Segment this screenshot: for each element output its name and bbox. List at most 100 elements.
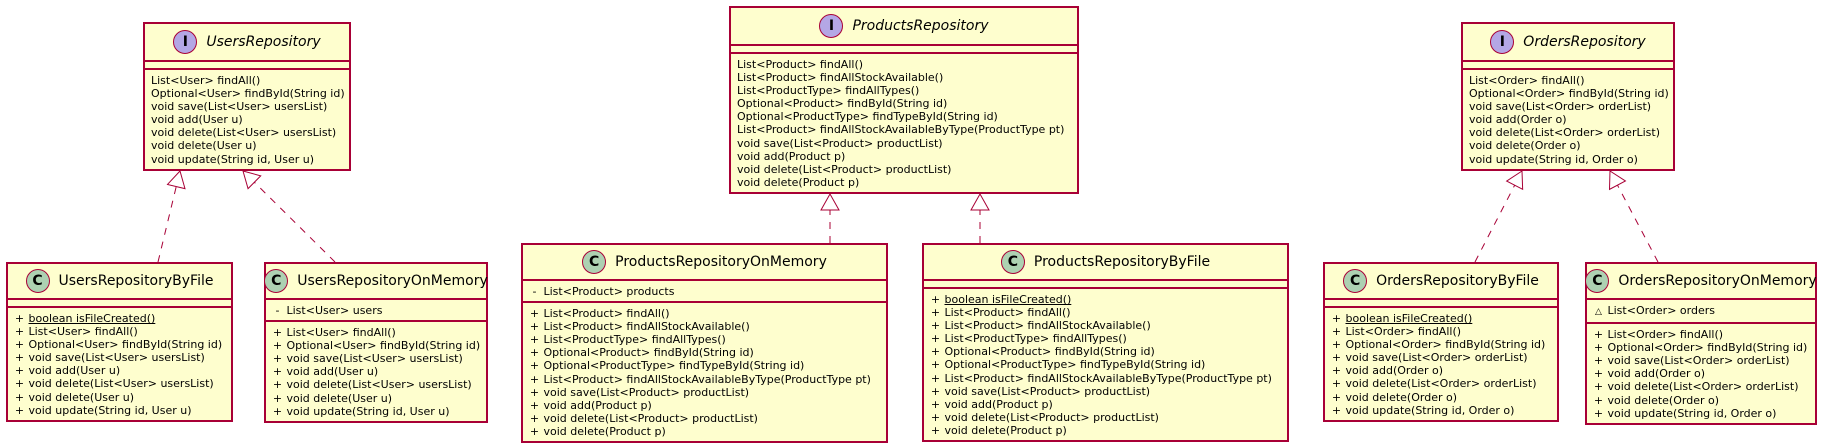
public-visibility-icon: + <box>1593 328 1604 342</box>
method-text: List<User> findAll() <box>28 325 138 339</box>
public-visibility-icon: + <box>930 397 941 411</box>
method-row: + void save(List<User> usersList) <box>14 351 225 364</box>
public-visibility-icon: + <box>14 338 25 352</box>
public-visibility-icon: + <box>930 332 941 346</box>
node-name: OrdersRepositoryByFile <box>1376 273 1539 289</box>
methods-section: + List<Product> findAll()+ List<Product>… <box>523 303 886 441</box>
method-text: void delete(Product p) <box>737 175 860 189</box>
public-visibility-icon: + <box>272 352 283 366</box>
public-visibility-icon: + <box>14 325 25 339</box>
method-row: + void save(List<Product> productList) <box>930 385 1281 398</box>
method-text: Optional<Order> findById(String id) <box>1469 87 1669 101</box>
method-text: Optional<User> findById(String id) <box>28 338 223 352</box>
method-text: List<Product> findAllStockAvailable() <box>944 319 1151 333</box>
method-row: + List<Product> findAllStockAvailableByT… <box>529 373 880 386</box>
methods-section: + boolean isFileCreated()+ List<Order> f… <box>1325 308 1557 420</box>
method-text: void delete(List<Order> orderList) <box>1469 126 1660 140</box>
public-visibility-icon: + <box>529 424 540 438</box>
fields-section <box>8 300 231 308</box>
method-text: void delete(List<Product> productList) <box>944 410 1159 424</box>
method-text: void save(List<Product> productList) <box>543 385 750 399</box>
method-text: void update(String id, User u) <box>286 404 450 418</box>
method-row: + void add(Order o) <box>1593 367 1809 380</box>
method-row: + List<Product> findAllStockAvailable() <box>930 319 1281 332</box>
method-text: Optional<User> findById(String id) <box>151 87 345 101</box>
method-text: Optional<Product> findById(String id) <box>543 346 754 360</box>
method-row: void delete(List<User> usersList) <box>151 126 343 139</box>
methods-section: List<User> findAll()Optional<User> findB… <box>145 70 349 169</box>
method-row: void delete(Product p) <box>737 176 1071 189</box>
method-row: + void delete(List<User> usersList) <box>272 378 480 391</box>
class-stereotype-icon: C <box>1000 250 1025 274</box>
method-row: + void delete(Product p) <box>930 424 1281 437</box>
method-text: Optional<Order> findById(String id) <box>1607 341 1808 355</box>
realization-line <box>1474 184 1516 263</box>
method-text: void add(User u) <box>286 365 379 379</box>
method-row: + void update(String id, Order o) <box>1331 404 1551 417</box>
class-stereotype-icon: C <box>25 269 50 293</box>
realization-line <box>157 186 177 263</box>
public-visibility-icon: + <box>529 398 540 412</box>
method-text: void add(Product p) <box>543 398 652 412</box>
method-text: void add(Order o) <box>1607 367 1706 381</box>
realization-edge <box>1474 170 1524 263</box>
method-text: void save(List<Product> productList) <box>944 384 1151 398</box>
public-visibility-icon: + <box>930 371 941 385</box>
method-text: void add(Order o) <box>1345 364 1444 378</box>
method-row: + Optional<ProductType> findTypeById(Str… <box>529 359 880 372</box>
public-visibility-icon: + <box>529 333 540 347</box>
realization-arrowhead-icon <box>820 192 840 211</box>
realization-edge <box>1608 170 1659 263</box>
public-visibility-icon: + <box>930 358 941 372</box>
method-row: + Optional<User> findById(String id) <box>272 339 480 352</box>
method-row: List<Order> findAll() <box>1469 74 1667 87</box>
method-text: void add(Product p) <box>944 397 1053 411</box>
method-text: void save(List<Order> orderList) <box>1607 354 1790 368</box>
method-row: + void save(List<Order> orderList) <box>1593 354 1809 367</box>
method-row: + List<Order> findAll() <box>1593 328 1809 341</box>
public-visibility-icon: + <box>1331 325 1342 339</box>
interface-stereotype-icon: I <box>819 14 844 38</box>
interface-stereotype-icon: I <box>1490 30 1515 54</box>
class-stereotype-icon: C <box>1585 269 1610 293</box>
realization-edge <box>157 170 186 263</box>
method-row: + void delete(User u) <box>14 391 225 404</box>
method-text: Optional<ProductType> findTypeById(Strin… <box>543 359 805 373</box>
method-text: void delete(List<User> usersList) <box>28 377 214 391</box>
method-row: + List<Product> findAll() <box>930 306 1281 319</box>
private-visibility-icon: - <box>532 285 537 298</box>
method-text: void update(String id, User u) <box>28 403 192 417</box>
public-visibility-icon: + <box>14 390 25 404</box>
public-visibility-icon: + <box>930 410 941 424</box>
method-row: + void add(Product p) <box>930 398 1281 411</box>
realization-arrowhead-icon <box>1608 170 1627 191</box>
public-visibility-icon: + <box>529 307 540 321</box>
method-row: void add(Order o) <box>1469 113 1667 126</box>
method-row: void save(List<User> usersList) <box>151 100 343 113</box>
public-visibility-icon: + <box>1331 364 1342 378</box>
method-text: void save(List<User> usersList) <box>286 352 463 366</box>
method-row: + void delete(List<Order> orderList) <box>1593 380 1809 393</box>
method-row: void delete(User u) <box>151 139 343 152</box>
public-visibility-icon: + <box>930 423 941 437</box>
field-text: List<Product> products <box>543 285 675 298</box>
public-visibility-icon: + <box>14 403 25 417</box>
method-row: void delete(Order o) <box>1469 139 1667 152</box>
method-row: List<Product> findAllStockAvailable() <box>737 71 1071 84</box>
methods-section: + boolean isFileCreated()+ List<User> fi… <box>8 308 231 420</box>
method-text: Optional<Product> findById(String id) <box>944 345 1155 359</box>
method-row: + Optional<Order> findById(String id) <box>1331 338 1551 351</box>
method-text: void delete(List<User> usersList) <box>286 378 472 392</box>
